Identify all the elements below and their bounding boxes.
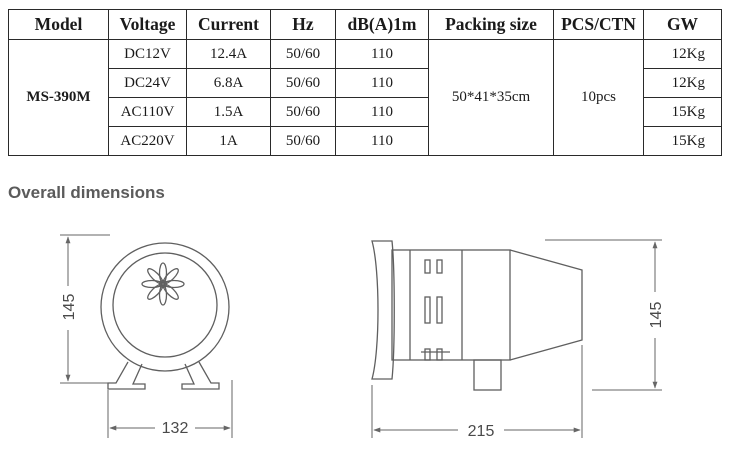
table-header-row: Model Voltage Current Hz dB(A)1m Packing… bbox=[8, 9, 722, 40]
side-rear-cone bbox=[509, 249, 583, 361]
table-row: AC110V 1.5A 50/60 110 15Kg bbox=[9, 97, 722, 127]
front-right-foot bbox=[181, 361, 220, 390]
side-height-label: 145 bbox=[648, 302, 665, 329]
flower-grille-icon bbox=[141, 262, 185, 306]
front-left-foot bbox=[107, 361, 146, 390]
hz-cell: 50/60 bbox=[270, 126, 336, 156]
front-view bbox=[100, 242, 230, 390]
header-pcs-ctn: PCS/CTN bbox=[553, 9, 644, 40]
current-cell: 1A bbox=[186, 126, 271, 156]
gw-cell: 12Kg bbox=[643, 68, 722, 98]
header-model: Model bbox=[8, 9, 109, 40]
section-heading: Overall dimensions bbox=[8, 183, 165, 202]
front-height-label: 145 bbox=[61, 294, 78, 321]
side-body bbox=[391, 249, 511, 361]
db-cell: 110 bbox=[335, 126, 429, 156]
header-gw: GW bbox=[643, 9, 722, 40]
table-row: MS-390M DC12V 12.4A 50/60 110 50*41*35cm… bbox=[8, 39, 722, 156]
voltage-cell: AC220V bbox=[108, 126, 187, 156]
spec-table: Model Voltage Current Hz dB(A)1m Packing… bbox=[8, 9, 722, 156]
hz-cell: 50/60 bbox=[270, 39, 336, 69]
pcs-ctn-cell: 10pcs bbox=[553, 39, 644, 156]
side-length-dimension: 215 bbox=[371, 345, 583, 440]
packing-size-cell: 50*41*35cm bbox=[428, 39, 554, 156]
side-height-dimension: 145 bbox=[545, 239, 665, 391]
side-vent-slots bbox=[421, 259, 450, 361]
side-bracket bbox=[473, 359, 502, 391]
header-voltage: Voltage bbox=[108, 9, 187, 40]
voltage-cell: DC12V bbox=[108, 39, 187, 69]
db-cell: 110 bbox=[335, 97, 429, 127]
gw-cell: 12Kg bbox=[643, 39, 722, 69]
side-trumpet-flare bbox=[371, 240, 395, 380]
front-width-label: 132 bbox=[162, 420, 189, 437]
front-outer-rim bbox=[100, 242, 230, 372]
gw-cell: 15Kg bbox=[643, 97, 722, 127]
table-row: AC220V 1A 50/60 110 15Kg bbox=[9, 126, 722, 156]
model-cell: MS-390M bbox=[8, 39, 109, 156]
side-view bbox=[371, 240, 583, 391]
front-inner-rim bbox=[112, 252, 218, 358]
table-row: DC24V 6.8A 50/60 110 12Kg bbox=[9, 68, 722, 98]
voltage-cell: DC24V bbox=[108, 68, 187, 98]
gw-cell: 15Kg bbox=[643, 126, 722, 156]
side-length-label: 215 bbox=[468, 423, 495, 440]
header-hz: Hz bbox=[270, 9, 336, 40]
front-height-dimension: 145 bbox=[60, 234, 110, 384]
current-cell: 12.4A bbox=[186, 39, 271, 69]
front-width-dimension: 132 bbox=[107, 380, 233, 438]
db-cell: 110 bbox=[335, 68, 429, 98]
db-cell: 110 bbox=[335, 39, 429, 69]
